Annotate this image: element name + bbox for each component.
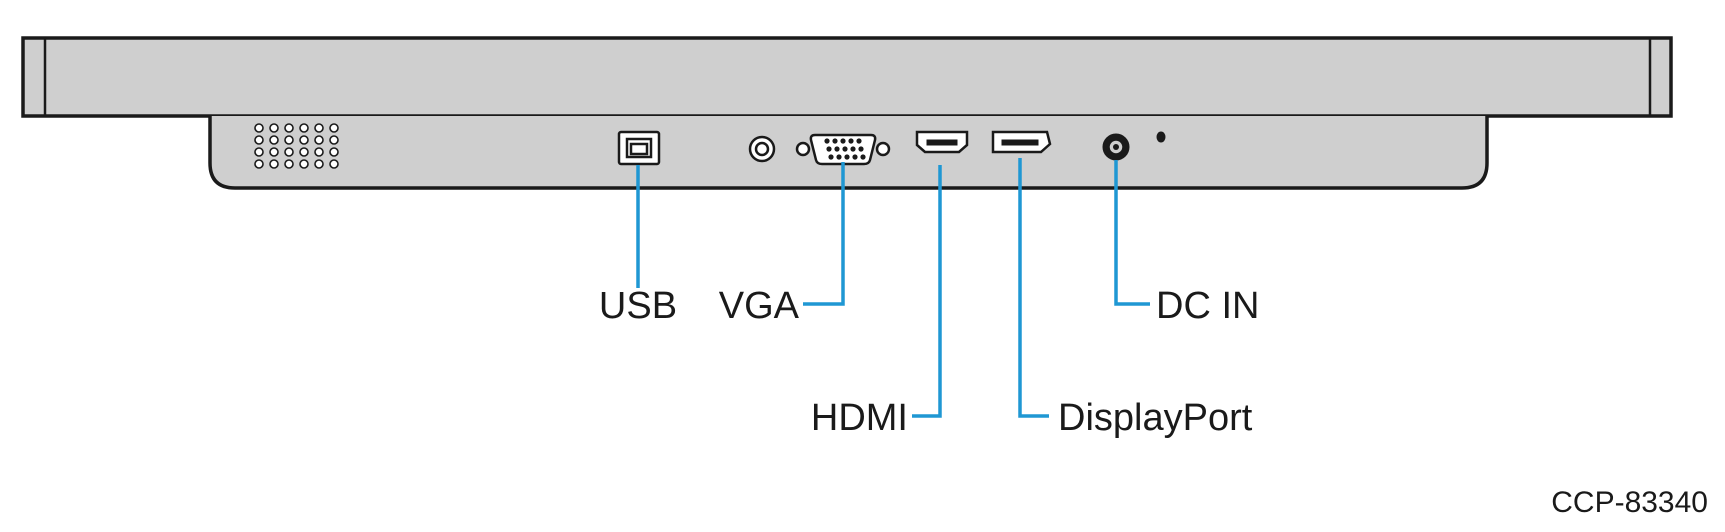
grille-hole: [254, 147, 264, 157]
grille-hole: [299, 123, 309, 133]
grille-hole: [314, 123, 324, 133]
grille-hole: [269, 159, 279, 169]
vga-callout-line: [803, 162, 845, 306]
hdmi-port: [915, 130, 969, 154]
grille-hole: [284, 159, 294, 169]
dc-in-callout-line: [1114, 160, 1150, 306]
displayport-callout-line: [1018, 158, 1049, 418]
figure-code: CCP-83340: [1551, 486, 1708, 519]
vga-label: VGA: [719, 285, 800, 327]
vga-pin: [828, 154, 834, 160]
grille-hole: [269, 123, 279, 133]
grille-hole: [284, 135, 294, 145]
displayport-port: [991, 130, 1052, 154]
vga-pin: [836, 154, 842, 160]
vga-pin: [858, 146, 864, 152]
vga-pin: [848, 138, 854, 144]
vga-pin: [844, 154, 850, 160]
vga-pin: [842, 146, 848, 152]
grille-hole: [299, 159, 309, 169]
vga-pin: [856, 138, 862, 144]
grille-hole: [269, 147, 279, 157]
grille-hole: [254, 159, 264, 169]
grille-hole: [329, 147, 339, 157]
hdmi-callout-line: [912, 165, 942, 418]
grille-hole: [299, 135, 309, 145]
grille-hole: [254, 123, 264, 133]
grille-hole: [314, 135, 324, 145]
grille-hole: [284, 123, 294, 133]
grille-hole: [329, 123, 339, 133]
vga-pin: [826, 146, 832, 152]
grille-hole: [314, 147, 324, 157]
vga-pin: [852, 154, 858, 160]
vga-pin: [850, 146, 856, 152]
speaker-grille: [254, 123, 339, 169]
vga-pin: [840, 138, 846, 144]
vga-pin: [824, 138, 830, 144]
vga-pin: [834, 146, 840, 152]
grille-hole: [269, 135, 279, 145]
grille-hole: [314, 159, 324, 169]
monitor-panel-edge: [21, 36, 1673, 118]
grille-hole: [284, 147, 294, 157]
indicator-led: [1156, 131, 1166, 143]
usb-label: USB: [599, 285, 677, 327]
dc-in-label: DC IN: [1156, 285, 1259, 327]
vga-pins: [824, 138, 866, 160]
grille-hole: [329, 159, 339, 169]
dc-in-port: [1102, 133, 1130, 161]
displayport-label: DisplayPort: [1058, 397, 1253, 439]
hdmi-label: HDMI: [811, 397, 908, 439]
usb-port: [617, 130, 661, 166]
vga-pin: [832, 138, 838, 144]
grille-hole: [329, 135, 339, 145]
vga-port: [795, 133, 891, 166]
grille-hole: [254, 135, 264, 145]
grille-hole: [299, 147, 309, 157]
vga-pin: [860, 154, 866, 160]
audio-jack: [748, 135, 776, 163]
